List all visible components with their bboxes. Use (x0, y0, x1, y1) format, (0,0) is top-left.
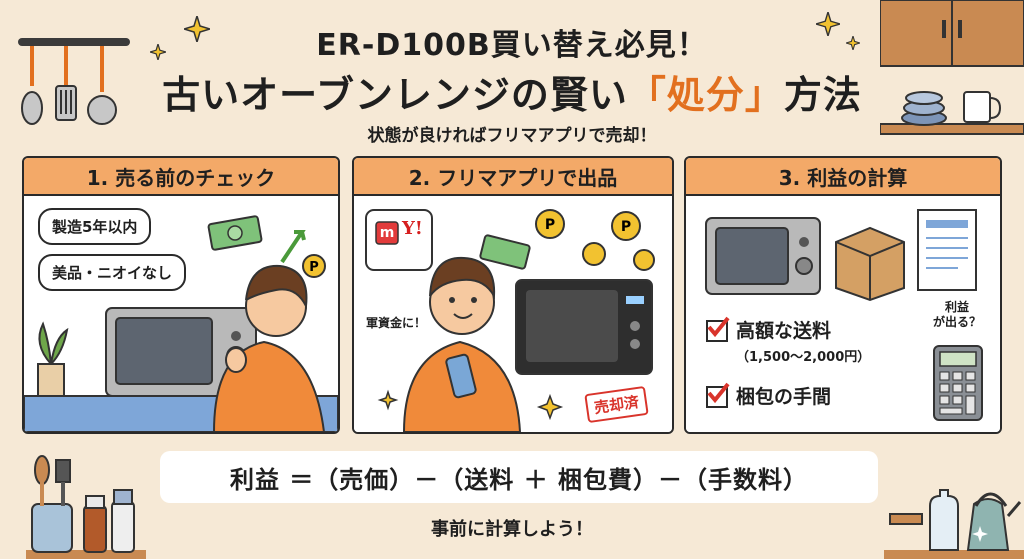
footer-message: 事前に計算しよう！ (431, 519, 593, 540)
panel-heading: 1. 売る前のチェック (24, 158, 338, 196)
sparkle-icon (184, 16, 210, 42)
panel-body: P P (354, 196, 672, 432)
svg-text:P: P (309, 260, 319, 275)
title-line-2: 古いオーブンレンジの賢い「処分」方法 (0, 64, 1024, 119)
svg-text:P: P (621, 219, 631, 235)
panel-body: 高額な送料 （1,500〜2,000円） 梱包の手間 利益 が出る？ (686, 196, 1000, 432)
speech-war-chest: 軍資金に！ (366, 316, 427, 330)
cost-item-label: 高額な送料 (736, 320, 832, 342)
cost-item-text: 高額な送料 （1,500〜2,000円） (736, 320, 870, 365)
panel-heading: 2. フリマアプリで出品 (354, 158, 672, 196)
checkbox-checked-icon (706, 316, 730, 342)
panel-body: P 製造5年以内 美品・ニオイなし (24, 196, 338, 432)
kettle-illustration (884, 489, 1024, 559)
panel-heading: 3. 利益の計算 (686, 158, 1000, 196)
check-bubble-age: 製造5年以内 (38, 208, 152, 245)
utensil-jar-illustration (26, 455, 146, 559)
sparkle-icon (150, 44, 166, 60)
sparkle-icon (846, 36, 860, 50)
cost-item-shipping: 高額な送料 （1,500〜2,000円） (706, 316, 870, 365)
title-highlight: 「処分」 (627, 73, 784, 117)
cabinet-illustration (880, 0, 1024, 135)
selling-scene-illustration: P P (354, 196, 672, 432)
check-bubble-condition: 美品・ニオイなし (38, 254, 187, 291)
profit-formula: 利益 ＝（売価）－（送料 ＋ 梱包費）－（手数料） (160, 451, 878, 503)
utensil-rack-illustration (18, 38, 130, 125)
cost-items-illustration (686, 196, 1000, 432)
panel-marketplace-listing: 2. フリマアプリで出品 P P (352, 156, 674, 434)
cost-item-sub: （1,500〜2,000円） (736, 350, 871, 365)
subtitle: 状態が良ければフリマアプリで売却！ (367, 126, 657, 146)
panel-pre-sale-check: 1. 売る前のチェック P (22, 156, 340, 434)
sparkle-icon (816, 12, 840, 36)
svg-text:P: P (545, 217, 555, 233)
cost-item-label: 梱包の手間 (736, 386, 832, 408)
checkbox-checked-icon (706, 382, 730, 408)
app-badge-icon: m (379, 225, 395, 241)
cost-item-packing: 梱包の手間 (706, 382, 832, 408)
title-suffix: 方法 (783, 73, 862, 117)
title-line-1: ER-D100B買い替え必見！ (316, 28, 708, 63)
panel-profit-calculation: 3. 利益の計算 (684, 156, 1002, 434)
calc-question-bubble: 利益 が出る？ (932, 300, 981, 329)
yahoo-badge-icon: Y! (402, 218, 423, 239)
title-prefix: 古いオーブンレンジの賢い (162, 73, 628, 117)
